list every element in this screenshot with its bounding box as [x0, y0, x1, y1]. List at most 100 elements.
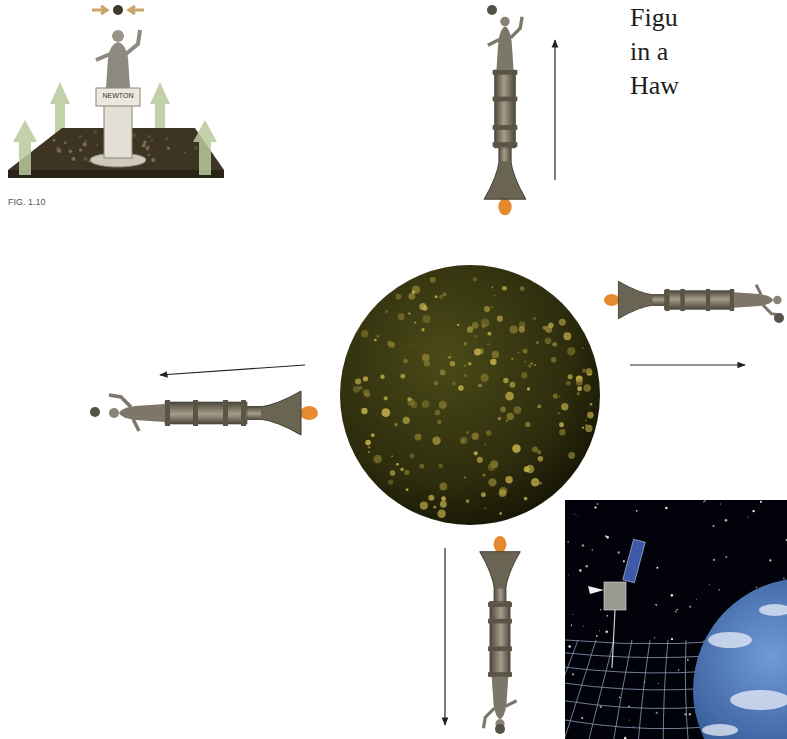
rocket: [480, 536, 520, 728]
satellite-panel: [623, 539, 645, 583]
planet-speck: [517, 352, 519, 354]
star: [675, 610, 677, 612]
statue-arm: [133, 419, 139, 431]
ball: [487, 5, 497, 15]
rocket-ring: [488, 602, 512, 607]
planet-speck: [450, 361, 456, 367]
planet-speck: [484, 306, 490, 312]
star: [786, 539, 787, 541]
planet-speck: [477, 457, 483, 463]
planet-speck: [590, 403, 592, 405]
planet-speck: [466, 431, 469, 434]
star: [606, 615, 608, 617]
star: [574, 513, 576, 515]
earth: [693, 578, 787, 739]
planet-speck: [536, 341, 539, 344]
planet-speck: [493, 295, 495, 297]
ball: [495, 724, 505, 734]
marble-speck: [167, 147, 170, 150]
planet-speck: [500, 407, 506, 413]
rocket-nozzle: [484, 160, 526, 199]
planet-speck: [526, 465, 535, 474]
pedestal-inscription: NEWTON: [103, 92, 134, 100]
star: [720, 504, 721, 505]
lift-arrow: [193, 120, 217, 175]
statue-arm: [756, 285, 761, 295]
planet-speck: [439, 401, 447, 409]
star: [568, 645, 570, 647]
marble-speck: [83, 142, 87, 146]
rocket-flame: [494, 536, 507, 553]
planet-speck: [430, 277, 436, 283]
rocket-nozzle: [618, 281, 653, 318]
rocket-ring: [706, 289, 710, 311]
planet-speck: [467, 326, 473, 332]
planet-speck: [568, 374, 573, 379]
marble-speck: [148, 154, 150, 156]
planet-speck: [563, 332, 571, 340]
earth-cloud: [708, 632, 752, 648]
planet-speck: [510, 382, 516, 388]
motion-arrow: [160, 365, 305, 375]
body-text: in a: [630, 38, 668, 67]
planet-speck: [534, 364, 536, 366]
planet-speck: [396, 463, 399, 466]
planet-speck: [384, 396, 388, 400]
star: [725, 556, 727, 558]
planet-speck: [466, 499, 470, 503]
planet-speck: [519, 326, 525, 332]
planet-speck: [403, 359, 408, 364]
rocket-ring: [680, 289, 684, 311]
planet-speck: [561, 403, 568, 410]
planet-speck: [537, 405, 541, 409]
planet-speck: [481, 319, 490, 328]
planet-speck: [388, 341, 394, 347]
planet-speck: [388, 479, 393, 484]
planet-speck: [481, 492, 486, 497]
planet-speck: [460, 439, 465, 444]
planet-speck: [440, 501, 447, 508]
star: [567, 541, 569, 543]
planet-speck: [576, 379, 583, 386]
star: [568, 574, 570, 576]
planet-speck: [585, 419, 587, 421]
rocket-ring: [223, 400, 228, 426]
star: [671, 638, 673, 640]
planet-speck: [435, 410, 440, 415]
planet-speck: [396, 294, 402, 300]
planet-speck: [412, 290, 415, 293]
planet-speck: [415, 434, 422, 441]
rocket-body: [490, 601, 510, 676]
planet-speck: [406, 488, 409, 491]
star: [656, 567, 658, 569]
planet-speck: [408, 293, 415, 300]
star: [591, 549, 592, 550]
rocket-ring: [493, 70, 518, 75]
planet-speck: [525, 422, 530, 427]
planet-speck: [491, 286, 493, 288]
planet-speck: [512, 444, 521, 453]
planet-speck: [558, 412, 560, 414]
rocket-ring: [493, 125, 518, 130]
planet-speck: [457, 324, 459, 326]
planet-speck: [422, 354, 430, 362]
planet-speck: [499, 512, 502, 515]
star: [623, 560, 625, 562]
planet-speck: [528, 364, 532, 368]
planet-speck: [509, 325, 517, 333]
planet-speck: [487, 332, 491, 336]
star: [769, 559, 771, 561]
planet-speck: [409, 453, 414, 458]
planet-speck: [400, 374, 405, 379]
rocket-nozzle: [480, 552, 520, 590]
figure-number: FIG. 1.10: [8, 198, 46, 208]
planet-speck: [422, 400, 430, 408]
planet-speck: [524, 361, 526, 363]
planet-speck: [420, 501, 428, 509]
ball: [113, 5, 123, 15]
planet-speck: [566, 381, 571, 386]
statue-arm: [109, 395, 131, 407]
rocket-ring: [493, 142, 518, 147]
planet: [340, 265, 600, 525]
planet-speck: [505, 476, 512, 483]
